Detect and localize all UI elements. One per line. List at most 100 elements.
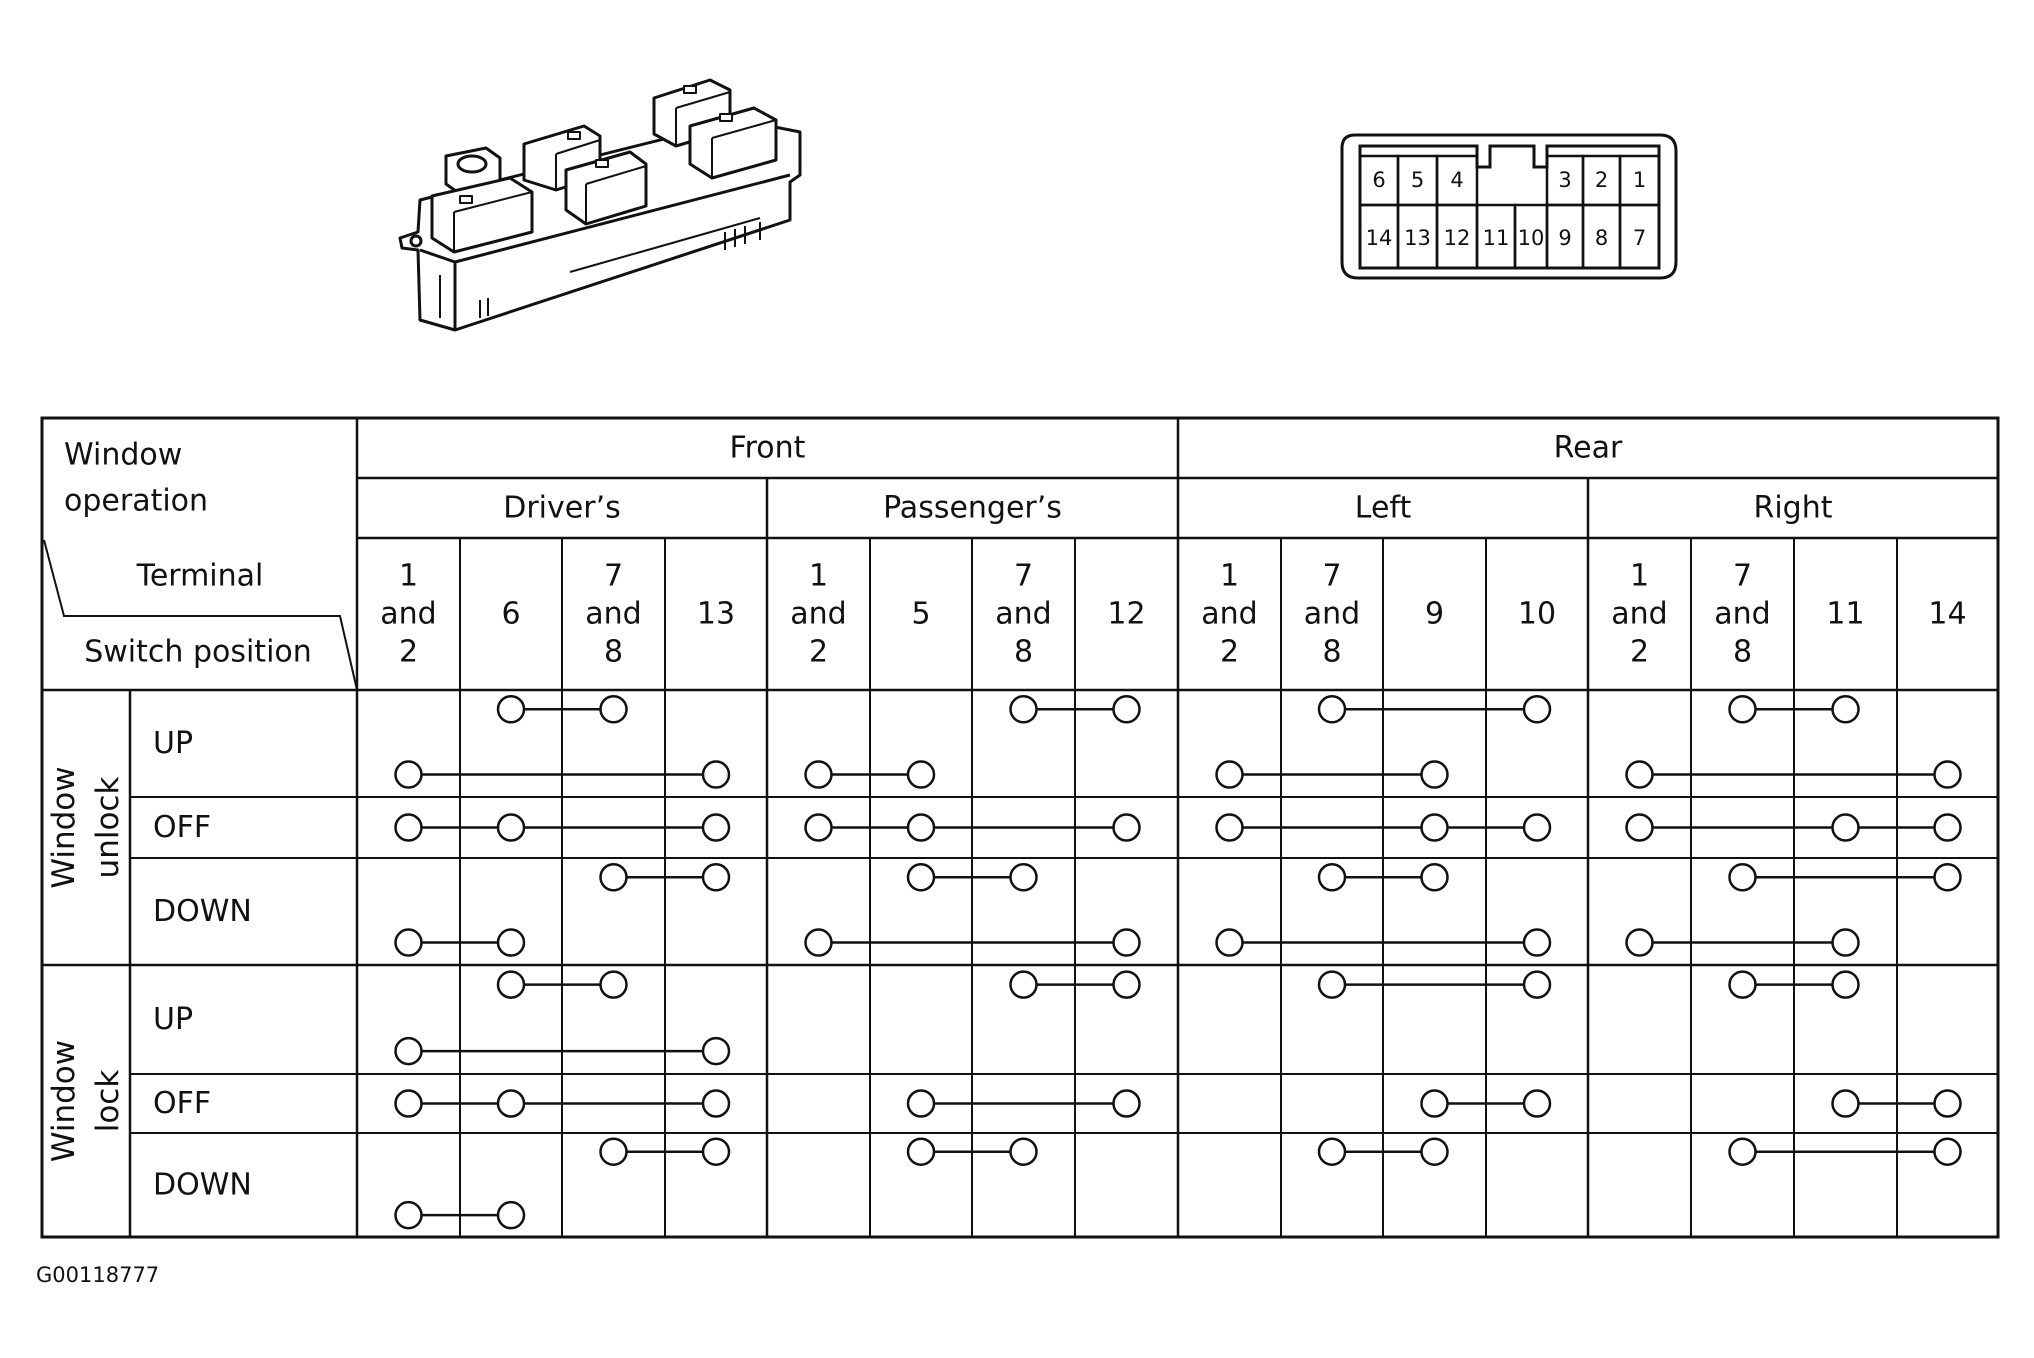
mode-label: Window: [46, 1040, 82, 1162]
continuity-terminal-mark: [1317, 863, 1347, 892]
connector-pin-label: 14: [1366, 226, 1393, 250]
continuity-terminal-mark: [1317, 695, 1347, 724]
continuity-terminal-mark: [1933, 760, 1962, 789]
connector-pin-label: 4: [1450, 168, 1463, 192]
terminal-header: and: [380, 597, 436, 632]
terminal-header: 1: [809, 559, 828, 594]
terminal-header: 6: [501, 597, 520, 632]
switch-position-label: OFF: [153, 1086, 211, 1121]
continuity-terminal-mark: [1933, 813, 1962, 842]
terminal-header: 2: [399, 635, 418, 670]
continuity-terminal-mark: [1420, 863, 1449, 892]
terminal-header: 9: [1425, 597, 1444, 632]
terminal-header: 2: [1630, 635, 1649, 670]
switch-position-label: DOWN: [153, 894, 252, 929]
continuity-terminal-mark: [1522, 970, 1552, 999]
continuity-terminal-mark: [804, 760, 833, 789]
continuity-terminal-mark: [804, 928, 833, 957]
terminal-header: and: [1611, 597, 1667, 632]
connector-pin-label: 2: [1595, 168, 1608, 192]
terminal-header: 5: [911, 597, 930, 632]
corner-label-window-operation: Window: [64, 438, 182, 473]
continuity-terminal-mark: [394, 1036, 423, 1066]
continuity-terminal-mark: [496, 813, 526, 842]
continuity-terminal-mark: [599, 1137, 628, 1166]
continuity-terminal-mark: [1215, 760, 1244, 789]
continuity-terminal-mark: [1420, 760, 1449, 789]
continuity-terminal-mark: [1009, 863, 1038, 892]
continuity-terminal-mark: [599, 970, 628, 999]
connector-pin-label: 5: [1411, 168, 1424, 192]
continuity-terminal-mark: [1420, 1137, 1449, 1166]
continuity-terminal-mark: [906, 863, 936, 892]
continuity-terminal-mark: [1831, 970, 1860, 999]
connector-pin-label: 3: [1558, 168, 1571, 192]
continuity-terminal-mark: [906, 1089, 936, 1118]
continuity-terminal-mark: [1420, 1089, 1449, 1118]
continuity-terminal-mark: [496, 695, 526, 724]
continuity-terminal-mark: [1625, 928, 1654, 957]
connector-pin-label: 1: [1633, 168, 1646, 192]
continuity-terminal-mark: [1831, 928, 1860, 957]
continuity-terminal-mark: [1522, 813, 1552, 842]
corner-label-window-operation: operation: [64, 484, 208, 519]
continuity-terminal-mark: [1009, 695, 1038, 724]
terminal-header: 2: [1220, 635, 1239, 670]
terminal-header: 8: [1014, 635, 1033, 670]
terminal-header: 7: [604, 559, 623, 594]
continuity-terminal-mark: [394, 760, 423, 789]
terminal-header: 10: [1518, 597, 1556, 632]
connector-pin-label: 11: [1483, 226, 1510, 250]
terminal-header: 14: [1928, 597, 1966, 632]
continuity-terminal-mark: [394, 928, 423, 957]
terminal-header: 1: [1630, 559, 1649, 594]
switch-position-label: DOWN: [153, 1168, 252, 1203]
connector-pin-label: 7: [1633, 226, 1646, 250]
continuity-terminal-mark: [701, 863, 731, 892]
terminal-header: and: [1201, 597, 1257, 632]
continuity-terminal-mark: [1522, 695, 1552, 724]
continuity-terminal-mark: [496, 928, 526, 957]
side-header: Left: [1355, 491, 1412, 526]
group-header: Front: [730, 431, 806, 466]
connector-cavity: [1618, 203, 1661, 270]
continuity-terminal-mark: [701, 1137, 731, 1166]
continuity-links: [394, 695, 1962, 1230]
connector-outline: [1340, 133, 1678, 280]
table-border: [40, 416, 2000, 1239]
connector-pin-label: 12: [1444, 226, 1471, 250]
power-window-switch-illustration: [398, 78, 802, 332]
continuity-terminal-mark: [1933, 863, 1962, 892]
continuity-terminal-mark: [701, 1036, 731, 1066]
continuity-terminal-mark: [496, 1089, 526, 1118]
continuity-terminal-mark: [1420, 813, 1449, 842]
connector-pin-label: 10: [1518, 226, 1545, 250]
continuity-terminal-mark: [1112, 813, 1141, 842]
continuity-terminal-mark: [599, 863, 628, 892]
continuity-terminal-mark: [394, 1200, 423, 1230]
continuity-terminal-mark: [394, 813, 423, 842]
continuity-terminal-mark: [1112, 928, 1141, 957]
terminal-header: and: [1304, 597, 1360, 632]
continuity-terminal-mark: [1112, 695, 1141, 724]
continuity-terminal-mark: [1215, 813, 1244, 842]
continuity-terminal-mark: [906, 813, 936, 842]
continuity-terminal-mark: [701, 1089, 731, 1118]
continuity-terminal-mark: [906, 1137, 936, 1166]
continuity-terminal-mark: [599, 695, 628, 724]
continuity-terminal-mark: [1728, 695, 1757, 724]
group-header: Rear: [1554, 431, 1623, 466]
terminal-header: and: [1714, 597, 1770, 632]
continuity-terminal-mark: [496, 1200, 526, 1230]
continuity-terminal-mark: [1728, 1137, 1757, 1166]
continuity-terminal-mark: [1728, 863, 1757, 892]
continuity-terminal-mark: [1522, 928, 1552, 957]
connector-pin-label: 6: [1372, 168, 1385, 192]
continuity-terminal-mark: [1112, 1089, 1141, 1118]
continuity-terminal-mark: [804, 813, 833, 842]
terminal-header: 8: [1733, 635, 1752, 670]
continuity-terminal-mark: [1215, 928, 1244, 957]
continuity-terminal-mark: [701, 813, 731, 842]
terminal-header: 8: [604, 635, 623, 670]
